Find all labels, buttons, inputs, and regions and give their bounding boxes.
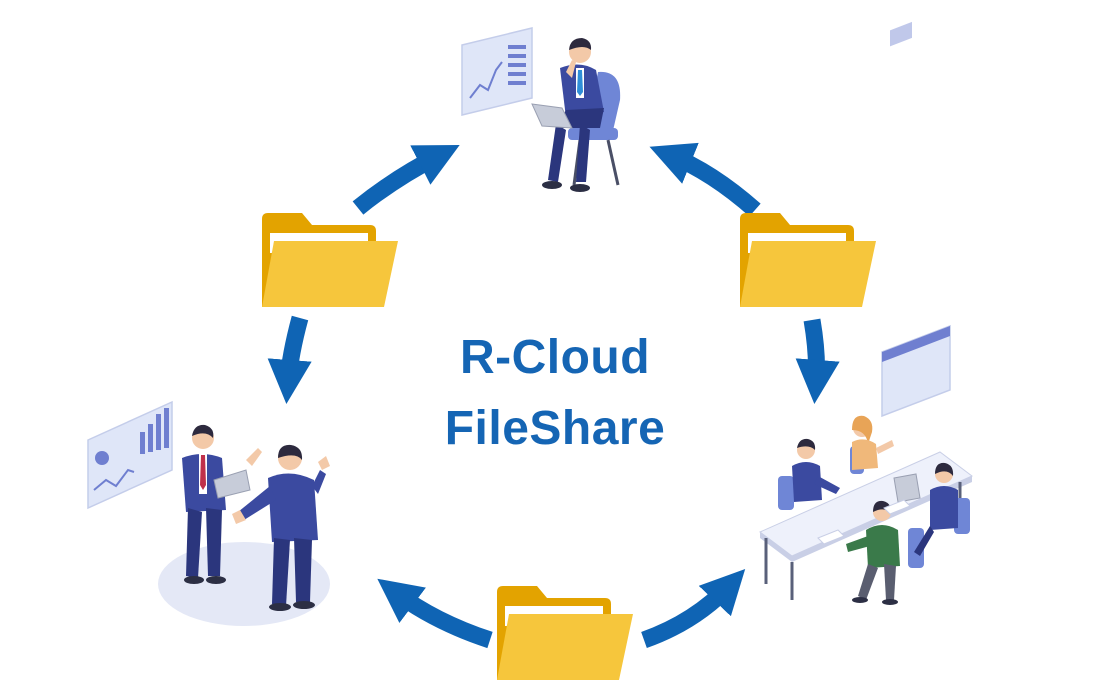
arrow-left-folder-to-discussion — [267, 315, 312, 405]
cycle-arrows — [267, 142, 840, 649]
folder-icon — [262, 213, 398, 307]
arrow-bottom-to-discussion — [377, 578, 493, 649]
analytics-panel — [87, 400, 173, 510]
window-panel — [881, 21, 951, 418]
title-line-2: FileShare — [444, 402, 666, 455]
title-line-1: R-Cloud — [459, 331, 651, 384]
two-people-discussion-icon — [87, 400, 330, 626]
folder-icon — [740, 213, 876, 307]
arrow-bottom-to-meeting — [641, 568, 746, 649]
arrow-right-to-top — [649, 142, 761, 217]
arrow-right-folder-to-meeting — [795, 318, 840, 405]
arrow-left-to-top — [352, 144, 460, 215]
dashboard-panel — [461, 27, 533, 116]
meeting-table-icon — [759, 21, 973, 605]
folder-icon — [497, 586, 633, 680]
person-laptop-icon — [461, 27, 621, 192]
